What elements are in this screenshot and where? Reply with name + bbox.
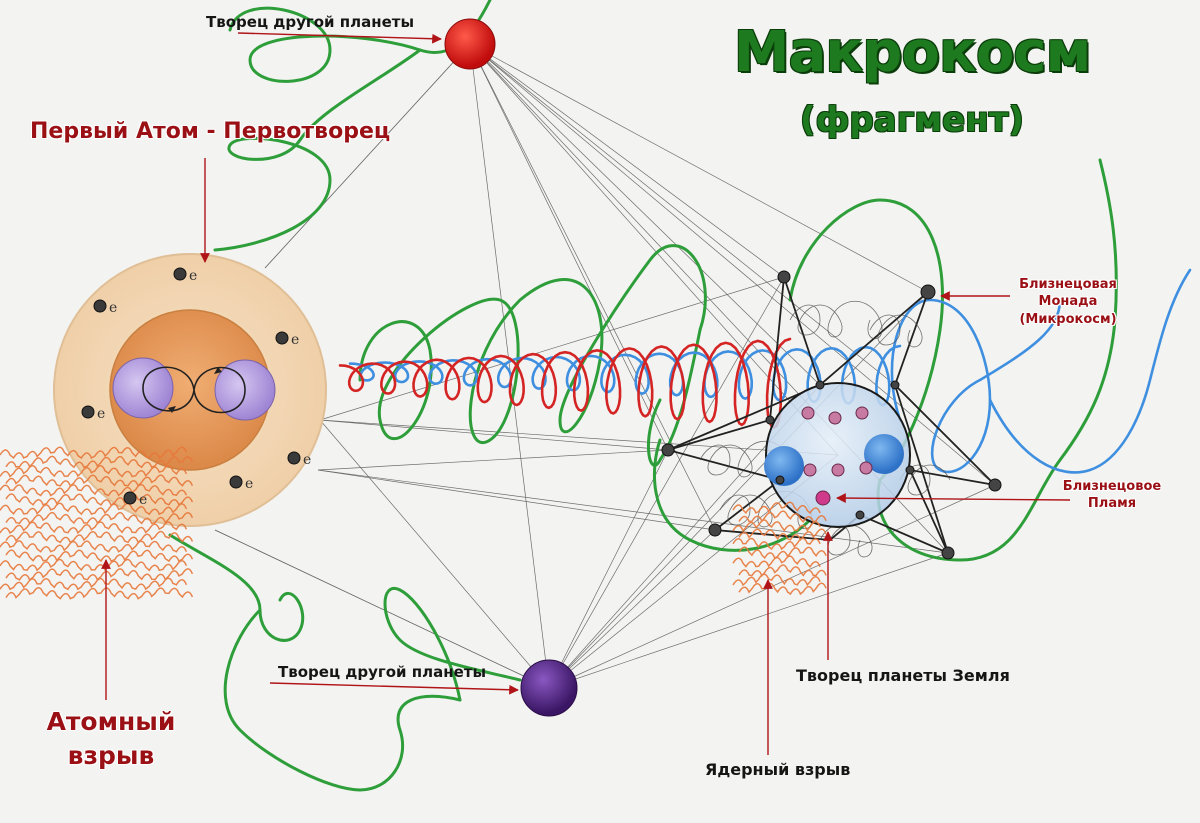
electrons: e e e e e e e — [81, 267, 311, 508]
scribble-stroke — [0, 483, 188, 497]
connection-line — [317, 469, 949, 554]
connection-line — [548, 291, 929, 689]
scribble-stroke — [5, 530, 194, 544]
label-creator-earth: Творец планеты Земля — [796, 666, 1010, 685]
page-subtitle: (фрагмент) — [800, 100, 1024, 140]
connection-line — [469, 43, 550, 689]
electron — [229, 475, 243, 489]
scribble-stroke — [732, 537, 821, 551]
electron — [123, 491, 137, 505]
scribble-stroke — [0, 558, 188, 572]
planet-violet-creator — [520, 659, 578, 717]
scribble-stroke — [738, 528, 827, 542]
twin-flame-left — [764, 446, 804, 486]
electron — [275, 331, 289, 345]
connection-line — [469, 43, 929, 293]
scribble-stroke — [5, 493, 194, 506]
electron-symbol: e — [303, 452, 311, 468]
scribble-stroke — [5, 455, 194, 469]
label-nuclear-explosion: Ядерный взрыв — [705, 760, 851, 779]
scribble-stroke — [738, 564, 827, 578]
scribble-stroke — [0, 446, 188, 460]
label-twin-monad: Близнецовая Монада (Микрокосм) — [1012, 277, 1124, 327]
scribble-stroke — [5, 474, 194, 488]
electron-symbol: e — [245, 476, 253, 492]
connection-line — [469, 43, 896, 386]
scribble-stroke — [732, 501, 821, 515]
scribble-stroke — [5, 568, 194, 581]
connection-line — [469, 43, 996, 486]
scribble-stroke — [0, 502, 188, 516]
label-twin-monad-line2: Монада — [1038, 294, 1098, 310]
scribble-stroke — [5, 511, 194, 525]
label-creator-other-planet-top: Творец другой планеты — [206, 13, 415, 31]
twin-flame-right — [864, 434, 904, 474]
connection-line — [319, 419, 839, 456]
electron — [173, 267, 187, 281]
green-spiral — [168, 0, 1118, 792]
scribble-stroke — [5, 587, 194, 600]
scribble-stroke — [738, 510, 827, 524]
connection-line — [469, 43, 785, 278]
electron-symbol: e — [109, 300, 117, 316]
planet-red-creator — [444, 18, 496, 70]
scribble-stroke — [0, 521, 188, 535]
connection-line — [548, 276, 785, 689]
scribble-stroke — [0, 540, 188, 553]
connection-line — [214, 529, 550, 689]
connection-line — [319, 419, 550, 689]
connection-line — [469, 43, 716, 531]
electron-symbol: e — [97, 406, 105, 422]
atomic-explosion-scribble — [0, 446, 194, 600]
electron-symbol: e — [291, 332, 299, 348]
electron — [81, 405, 95, 419]
connection-line — [469, 43, 821, 386]
connection-line — [548, 552, 949, 689]
connection-line — [317, 469, 716, 531]
page-title: Макрокосм — [733, 20, 1092, 85]
red-spiral — [338, 337, 792, 430]
electron-symbol: e — [139, 492, 147, 508]
connection-line — [469, 43, 839, 456]
infinity-loop — [142, 366, 246, 414]
nuclear-explosion-scribble — [732, 501, 827, 596]
scribble-stroke — [738, 546, 827, 560]
connection-line — [548, 529, 716, 689]
label-first-atom: Первый Атом - Первотворец — [30, 119, 391, 144]
label-arrows — [101, 32, 1071, 755]
label-twin-monad-line3: (Микрокосм) — [1019, 311, 1117, 327]
electron — [287, 451, 301, 465]
twin-monad-sphere — [765, 382, 911, 528]
label-atomic-explosion-line2: взрыв — [67, 740, 155, 770]
scribble-stroke — [738, 582, 827, 596]
connection-line — [317, 449, 669, 471]
connection-line — [264, 43, 471, 269]
label-atomic-explosion: Атомный взрыв — [36, 708, 186, 769]
label-twin-flame: Близнецовое Пламя — [1062, 479, 1162, 512]
connection-line — [548, 449, 669, 689]
scribble-stroke — [732, 573, 821, 587]
label-twin-flame-line1: Близнецовое — [1062, 479, 1162, 494]
label-twin-monad-line1: Близнецовая — [1019, 277, 1117, 292]
scribble-stroke — [0, 465, 188, 478]
scribble-stroke — [5, 549, 194, 563]
electron — [93, 299, 107, 313]
label-atomic-explosion-line1: Атомный — [46, 707, 176, 736]
scribble-stroke — [732, 555, 821, 569]
scribble-stroke — [0, 577, 188, 591]
first-atom — [53, 253, 327, 527]
earth-structure — [661, 270, 1002, 560]
label-twin-flame-line2: Пламя — [1087, 496, 1137, 512]
label-creator-other-planet-bottom: Творец другой планеты — [278, 663, 487, 681]
scribble-stroke — [732, 519, 821, 533]
electron-symbol: e — [189, 268, 197, 284]
